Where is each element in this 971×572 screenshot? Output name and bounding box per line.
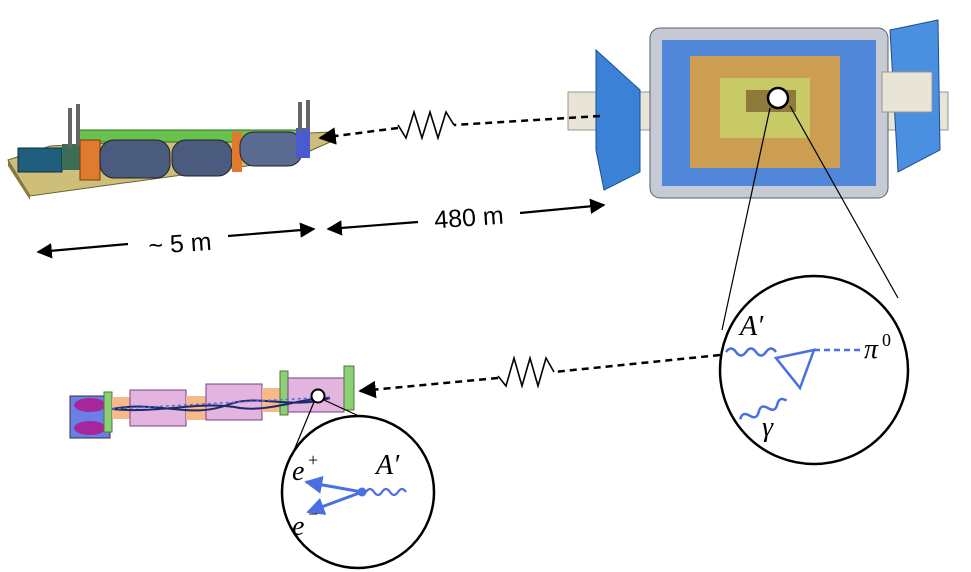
distance-arrow-long: 480 m [326, 198, 606, 236]
label-positron: e [292, 456, 304, 487]
photon-line [738, 397, 788, 420]
label-pion-charge: 0 [882, 330, 891, 350]
positron-line [304, 475, 363, 494]
distance-arrow-short: ~ 5 m [36, 222, 316, 260]
decay-vertex-marker [310, 388, 326, 404]
label-positron-charge: + [308, 450, 318, 470]
label-electron-charge: − [308, 504, 318, 524]
interaction-point-marker [766, 86, 790, 110]
electron-line [306, 490, 363, 515]
distance-short-label: ~ 5 m [147, 228, 212, 260]
top-signal-arrow [318, 109, 601, 145]
label-pion: π [864, 334, 879, 365]
atlas-detector-3d [567, 19, 949, 199]
lower-magnifier: e + e − A′ [280, 414, 436, 570]
dark-photon-line-lower [365, 487, 407, 497]
forward-detector-3d [7, 100, 331, 200]
label-dark-photon-upper: A′ [738, 311, 764, 342]
bottom-signal-arrow [358, 353, 721, 399]
detector-schematic [69, 365, 355, 439]
upper-magnifier: A′ π 0 γ [718, 274, 910, 466]
label-electron: e [292, 511, 304, 542]
label-dark-photon-lower: A′ [374, 450, 400, 481]
label-photon: γ [762, 412, 774, 443]
distance-long-label: 480 m [433, 202, 504, 235]
dark-photon-line [724, 347, 778, 357]
